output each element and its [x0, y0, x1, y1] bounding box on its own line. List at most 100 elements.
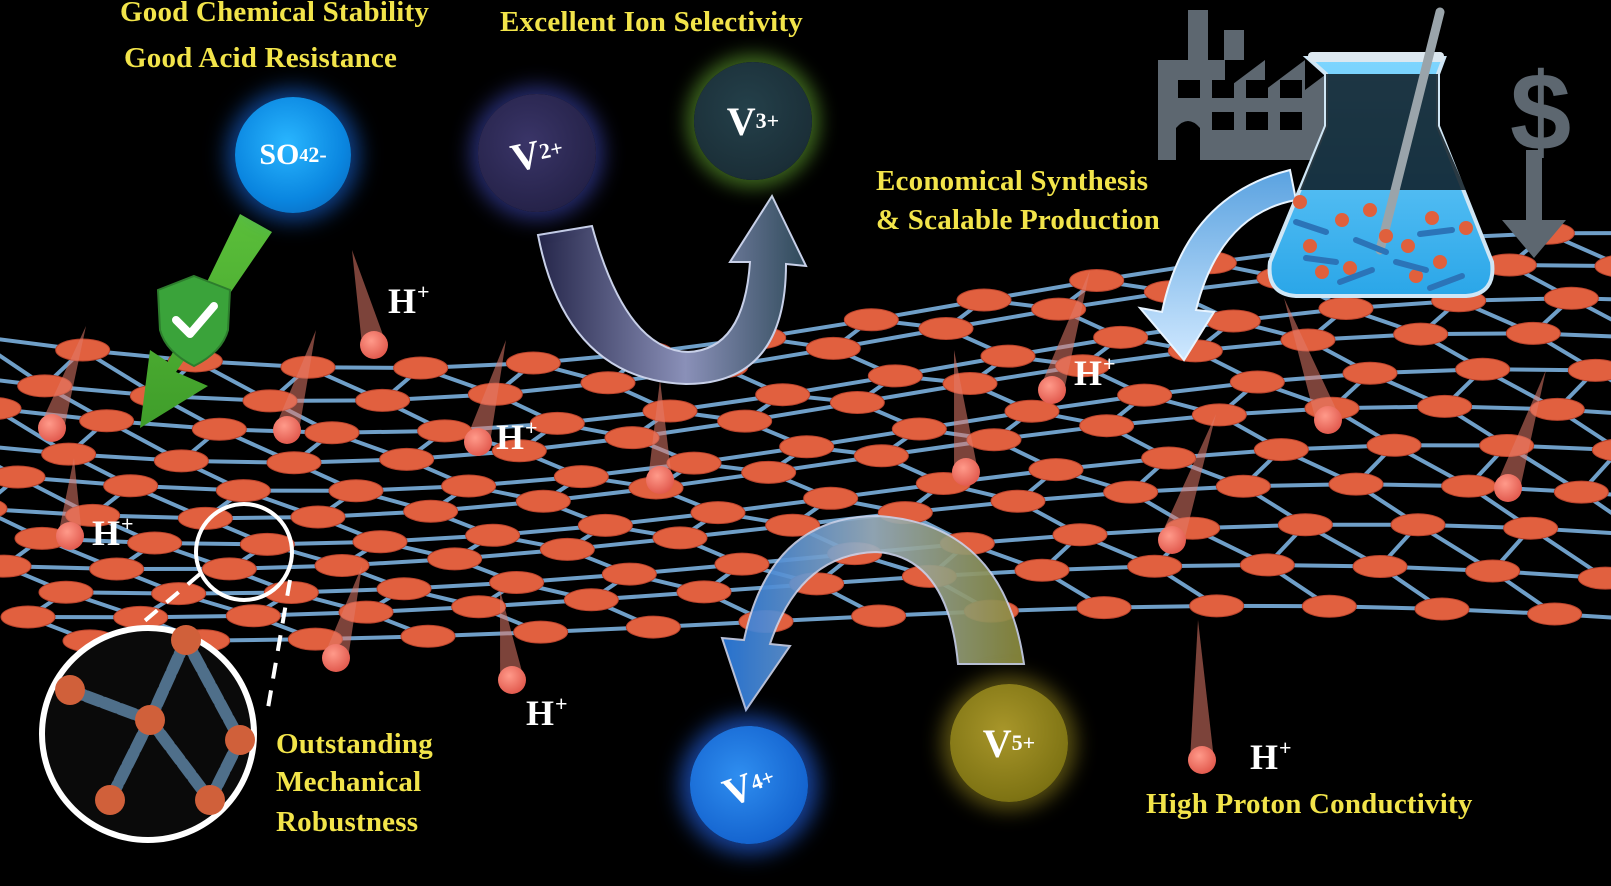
- lattice-node: [1215, 474, 1271, 498]
- lattice-node: [829, 391, 885, 415]
- proton-symbol: H: [496, 417, 525, 457]
- lattice-node: [779, 435, 835, 459]
- chain-link: [144, 714, 216, 806]
- lattice-node: [1594, 255, 1611, 277]
- lattice-node: [491, 439, 547, 463]
- lattice-node: [1191, 403, 1247, 427]
- lattice-node: [266, 451, 322, 475]
- proton-charge: +: [1279, 735, 1292, 760]
- lattice-node: [1103, 480, 1159, 504]
- proton-charge: +: [525, 415, 538, 440]
- proton-trails: [38, 250, 1546, 774]
- v5-symbol: V: [982, 720, 1012, 766]
- proton-label: H+: [1074, 346, 1116, 391]
- lattice-node: [1229, 370, 1285, 394]
- proton-label: H+: [1250, 730, 1292, 775]
- lattice-node: [891, 417, 947, 441]
- lattice-node: [1342, 361, 1398, 385]
- lattice-node: [489, 570, 545, 594]
- beaker-particle: [1343, 261, 1357, 275]
- lattice-node: [393, 356, 449, 380]
- lattice-node: [215, 479, 271, 503]
- down-arrow-icon: [1502, 150, 1566, 258]
- lattice-node: [1465, 559, 1521, 583]
- chain-node: [55, 675, 85, 705]
- lattice-node: [201, 557, 257, 581]
- lattice-node: [403, 499, 459, 523]
- robust-label-line3: Robustness: [276, 806, 419, 838]
- lattice-node: [191, 417, 247, 441]
- acid-resistance-label: Good Acid Resistance: [124, 42, 398, 74]
- lattice-node: [441, 474, 497, 498]
- lattice-node: [690, 501, 746, 525]
- lattice-node: [980, 344, 1036, 368]
- v2-to-v3-arrow: [536, 193, 808, 386]
- chain-node: [195, 785, 225, 815]
- lattice-node: [1076, 596, 1132, 620]
- lattice-node: [0, 397, 22, 420]
- lattice-node: [1004, 399, 1060, 423]
- proton-trail: [322, 566, 362, 672]
- proton-trail: [1494, 370, 1546, 502]
- lattice-node: [1503, 516, 1559, 540]
- chain-node: [225, 725, 255, 755]
- lattice-node: [652, 526, 708, 550]
- beaker-rod: [1417, 227, 1455, 237]
- proton-trail: [952, 350, 980, 486]
- proton-ball: [952, 458, 980, 486]
- lattice-node: [38, 580, 94, 604]
- lattice-node: [352, 530, 408, 554]
- lattice-node: [515, 489, 571, 513]
- lattice-node: [328, 479, 384, 503]
- beaker-particle: [1315, 265, 1329, 279]
- proton-trail: [56, 458, 84, 550]
- proton-trail: [498, 590, 526, 694]
- lattice-node: [89, 557, 145, 581]
- beaker-particle: [1335, 213, 1349, 227]
- magnifier-circle-icon: [39, 502, 294, 843]
- proton-symbol: H: [388, 281, 417, 321]
- synthesis-label-line1: Economical Synthesis: [876, 165, 1149, 197]
- proton-ball: [464, 428, 492, 456]
- beaker-rod: [1293, 219, 1329, 235]
- lattice-node: [956, 288, 1012, 312]
- proton-ball: [273, 416, 301, 444]
- sulfate-symbol: SO: [259, 138, 300, 171]
- proton-charge: +: [121, 511, 134, 536]
- proton-symbol: H: [92, 513, 121, 553]
- proton-ball: [498, 666, 526, 694]
- lattice-node: [553, 465, 609, 489]
- lattice-node: [1079, 414, 1135, 438]
- lattice-node: [676, 580, 732, 604]
- lattice-node: [0, 605, 56, 629]
- lattice-node: [990, 489, 1046, 513]
- lattice-node: [1253, 438, 1309, 462]
- lattice-node: [1366, 433, 1422, 457]
- v3-symbol: V: [726, 98, 756, 144]
- proton-label: H+: [92, 506, 134, 551]
- lattice-node: [1527, 602, 1583, 626]
- proton-trail: [1188, 620, 1216, 774]
- beaker-rod: [1427, 273, 1465, 291]
- beaker-particle: [1409, 269, 1423, 283]
- chain-node: [171, 625, 201, 655]
- beaker-icon: [1267, 7, 1495, 298]
- robust-label-line1: Outstanding: [276, 728, 433, 760]
- proton-ball: [1494, 474, 1522, 502]
- lattice-node: [505, 351, 561, 375]
- beaker-rod: [1353, 237, 1389, 255]
- lattice-node: [1455, 357, 1511, 381]
- lattice-node: [1417, 394, 1473, 418]
- v2-symbol: V: [506, 130, 545, 181]
- beaker-rod: [1337, 267, 1375, 285]
- lattice-node: [625, 615, 681, 639]
- lattice-node: [918, 317, 974, 341]
- chain-node: [95, 785, 125, 815]
- lattice-node: [1014, 558, 1070, 582]
- proton-trail: [273, 330, 316, 444]
- lattice-node: [755, 383, 811, 407]
- proton-trail: [38, 326, 86, 442]
- lattice-node: [1328, 472, 1384, 496]
